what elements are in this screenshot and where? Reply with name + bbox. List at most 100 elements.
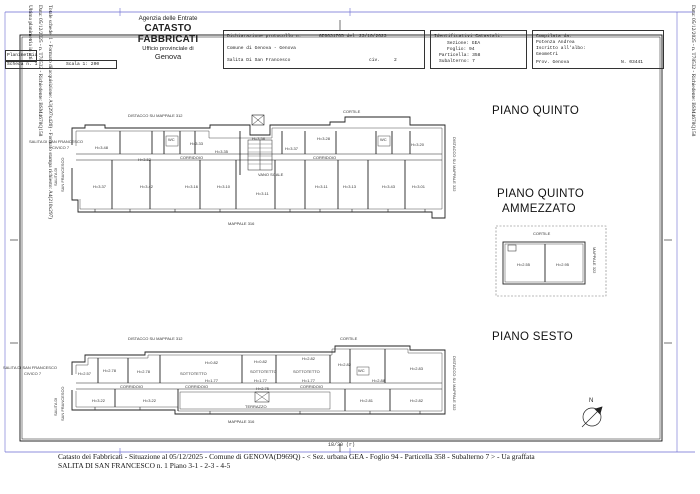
s-corridoio-2: CORRIDOIO (185, 384, 209, 389)
albo-name: Geometri (536, 52, 559, 57)
ident-subalterno: Subalterno: 7 (439, 59, 475, 64)
s-h-15: H=3.22 (143, 398, 157, 403)
s-h-11: H=2.88 (372, 378, 386, 383)
compilata-label: Compilata da: (536, 34, 572, 39)
compilatore-name: Potenza Andrea (536, 40, 575, 45)
scale-label: Scala 1: 200 (66, 62, 100, 67)
a-h-1: H=2.55 (517, 262, 531, 267)
footer-stamp: 18/30 (r) (328, 442, 356, 448)
s-h-5: H=1.77 (205, 378, 219, 383)
q-h-16: H=3.43 (382, 184, 396, 189)
s-wc: WC (358, 368, 365, 373)
s-h-13: H=2.75 (256, 386, 270, 391)
q-wc-2: WC (380, 137, 387, 142)
ident-box: Identificativi Catastali: Sezione: GEA F… (430, 30, 527, 69)
agency-name: Agenzia delle Entrate (138, 15, 198, 22)
s-sottotetto-3: SOTTOTETTO (250, 369, 277, 374)
q-h-11: H=3.16 (185, 184, 199, 189)
q-distacco-312: DISTACCO SU MAPPALE 312 (128, 113, 183, 118)
address-label: Salita Di San Francesco (227, 58, 291, 63)
q-h-10: H=3.42 (140, 184, 154, 189)
albo-number: N. 03441 (621, 60, 644, 65)
title-piano-quinto: PIANO QUINTO (492, 105, 580, 117)
q-h-17: H=3.01 (412, 184, 426, 189)
s-h-7: H=1.77 (254, 378, 268, 383)
s-mappale-322: DISTACCO SU MAPPALE 322 (452, 356, 457, 411)
q-corridoio-1: CORRIDOIO (180, 155, 204, 160)
s-sottotetto-1: SOTTOTETTO (180, 371, 207, 376)
protocol-number: GE0031705 del (319, 34, 355, 39)
q-h-2: H=3.52 (138, 157, 152, 162)
q-vano-scale: VANO SCALE (258, 172, 284, 177)
q-h-13: H=3.11 (256, 191, 269, 196)
comune-label: Comune di Genova - Genova (227, 46, 296, 51)
s-mappale-316: MAPPALE 316 (228, 419, 255, 424)
civ-number: 2 (394, 58, 397, 63)
s-h-8: H=2.82 (302, 356, 316, 361)
s-salita-side-2: SAN FRANCESCO (60, 386, 65, 421)
protocol-box: Dichiarazione protocollo n. GE0031705 de… (223, 30, 425, 69)
s-h-9: H=1.77 (302, 378, 316, 383)
protocol-label: Dichiarazione protocollo n. (227, 34, 302, 39)
office-city: Genova (154, 52, 182, 61)
title-ammezzato-1: PIANO QUINTO (497, 188, 585, 200)
scheda-label: Scheda n. 1 (7, 62, 38, 67)
q-h-6: H=3.37 (285, 146, 299, 151)
s-salita-civico-2: CIVICO 7 (24, 371, 42, 376)
s-h-10: H=2.82 (338, 362, 352, 367)
scheda-box: Scheda n. 1 Scala 1: 200 (5, 60, 117, 69)
ident-particella: Particella: 358 (439, 53, 481, 58)
planimetria-label: Planimetria (7, 53, 38, 58)
s-h-17: H=2.82 (410, 398, 424, 403)
s-h-6: H=0.82 (254, 359, 268, 364)
q-h-15: H=3.13 (343, 184, 357, 189)
footer-line-1: Catasto dei Fabbricati - Situazione al 0… (58, 452, 535, 461)
s-salita-side-1: SALITA DI (53, 397, 58, 416)
footer-line-2: SALITA DI SAN FRANCESCO n. 1 Piano 3-1 -… (58, 461, 231, 470)
s-corridoio-1: CORRIDOIO (120, 384, 144, 389)
s-h-3: H=2.78 (137, 369, 151, 374)
q-wc-1: WC (168, 137, 175, 142)
q-cortile: CORTILE (343, 109, 361, 114)
ident-sezione: Sezione: GEA (447, 41, 481, 46)
s-h-2: H=2.78 (103, 368, 117, 373)
s-h-14: H=3.22 (92, 398, 106, 403)
q-h-7: H=3.28 (317, 136, 331, 141)
q-h-8: H=3.20 (411, 142, 425, 147)
north-label: N (589, 398, 594, 404)
iscritto-label: Iscritto all'albo: (536, 46, 586, 51)
q-h-4: H=3.35 (215, 149, 229, 154)
s-sottotetto-2: SOTTOTETTO (293, 369, 320, 374)
prov-label: Prov. Genova (536, 60, 570, 65)
a-cortile: CORTILE (533, 231, 551, 236)
ident-foglio: Foglio: 94 (447, 47, 475, 52)
q-salita-civico-1: SALITA DI SAN FRANCESCO (29, 139, 83, 144)
s-h-16: H=2.81 (360, 398, 374, 403)
planimetria-box: Planimetria (5, 50, 37, 62)
s-h-4: H=0.82 (205, 360, 219, 365)
s-h-1: H=2.57 (78, 371, 92, 376)
q-salita-civico-2: CIVICO 7 (52, 145, 70, 150)
compilata-box: Compilata da: Potenza Andrea Iscritto al… (532, 30, 664, 69)
q-mappale-316: MAPPALE 316 (228, 221, 255, 226)
q-h-14: H=3.11 (315, 184, 328, 189)
s-cortile: CORTILE (340, 336, 358, 341)
s-corridoio-3: CORRIDOIO (300, 384, 324, 389)
q-h-3: H=3.33 (190, 141, 204, 146)
title-ammezzato-2: AMMEZZATO (502, 203, 576, 215)
s-distacco-312: DISTACCO SU MAPPALE 312 (128, 336, 183, 341)
north-arrow-icon (581, 406, 603, 428)
q-h-12: H=3.10 (217, 184, 231, 189)
s-h-12: H=2.83 (410, 366, 424, 371)
title-piano-sesto: PIANO SESTO (492, 331, 574, 343)
ident-title: Identificativi Catastali: (434, 34, 503, 39)
civ-label: civ. (369, 58, 381, 63)
q-h-5: H=3.58 (252, 136, 266, 141)
q-h-1: H=3.48 (95, 145, 109, 150)
protocol-date: 23/10/2023 (359, 34, 387, 39)
